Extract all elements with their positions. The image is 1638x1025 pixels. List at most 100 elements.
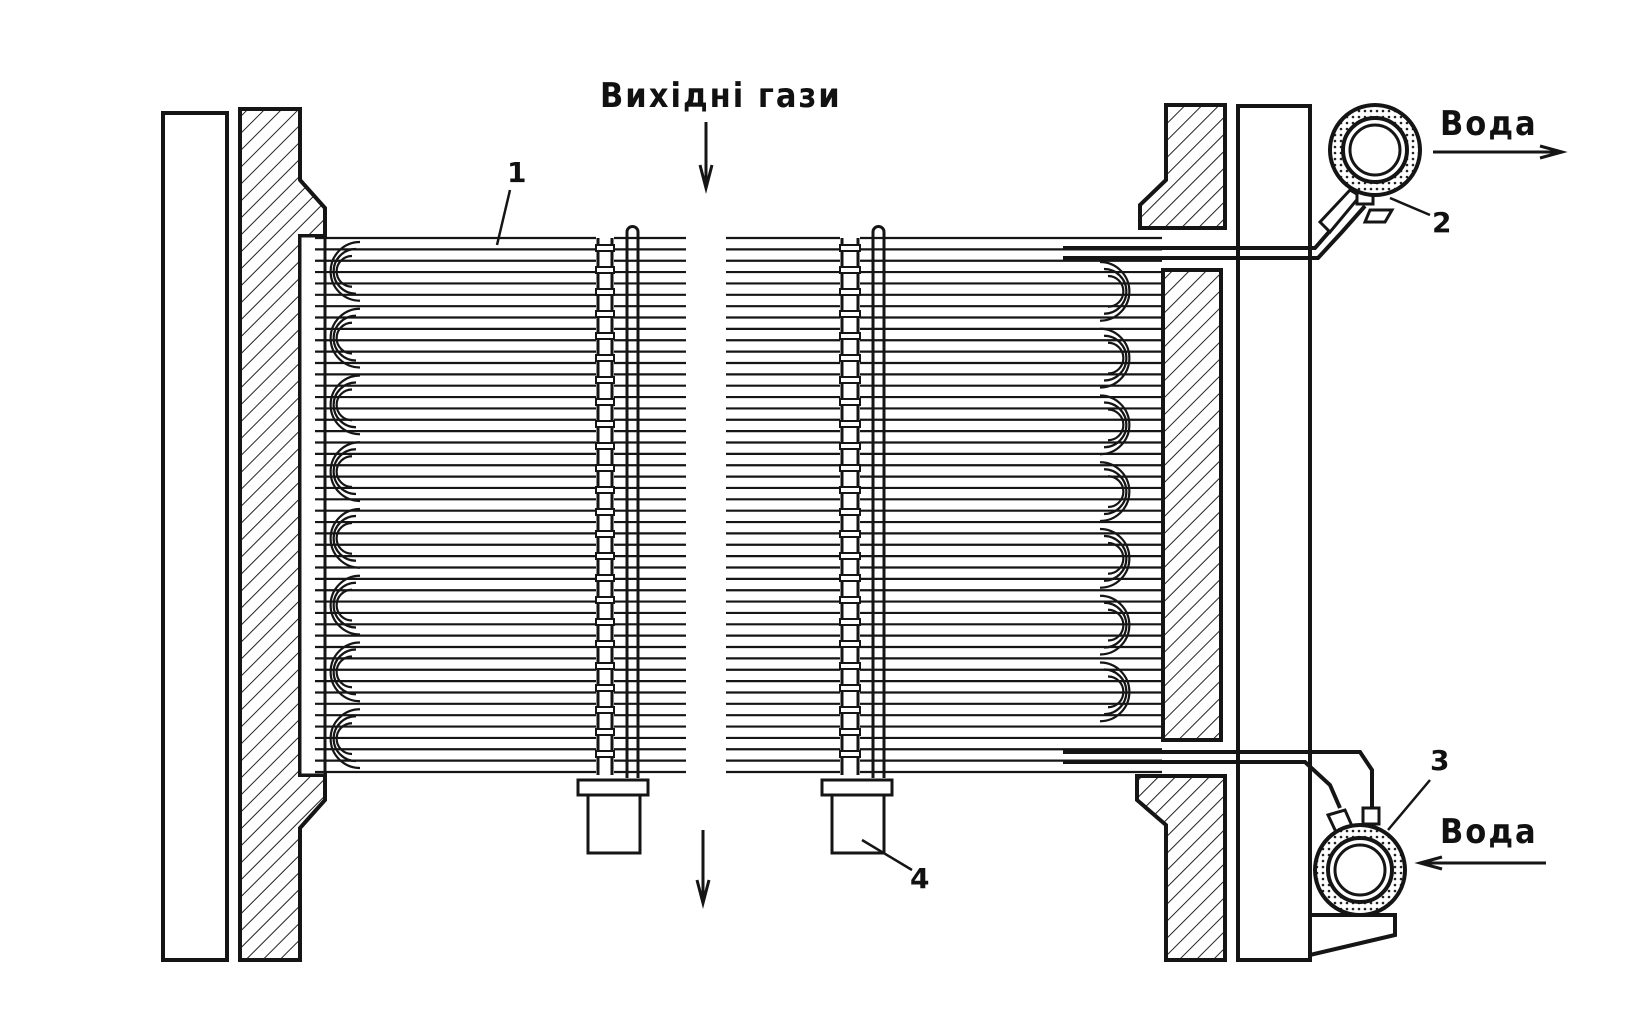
foot-block bbox=[830, 793, 886, 855]
support-clamp bbox=[595, 288, 615, 296]
u-bend-left bbox=[335, 722, 353, 756]
support-clamp bbox=[839, 530, 861, 538]
support-clamp bbox=[595, 706, 615, 714]
support-clamp bbox=[839, 684, 861, 692]
support-clamp bbox=[839, 398, 861, 406]
u-bend-left bbox=[329, 641, 361, 703]
support-clamp bbox=[595, 486, 615, 494]
support-clamp bbox=[595, 332, 615, 340]
u-bend-left bbox=[335, 655, 353, 689]
callout-3: 3 bbox=[1430, 744, 1450, 777]
gas-flow-arrow-in bbox=[698, 122, 714, 194]
support-clamp bbox=[595, 354, 615, 362]
water-in-arrow bbox=[1414, 855, 1546, 871]
u-bend-right bbox=[1103, 401, 1128, 449]
support-clamp bbox=[839, 442, 861, 450]
u-bend-right bbox=[1103, 534, 1128, 582]
support-clamp bbox=[839, 464, 861, 472]
support-clamp bbox=[839, 266, 861, 274]
u-bend-right bbox=[1107, 675, 1125, 709]
u-bend-left bbox=[332, 715, 357, 763]
u-bend-left bbox=[335, 455, 353, 489]
support-clamp bbox=[839, 750, 861, 758]
right-wall bbox=[1135, 103, 1312, 962]
support-gap bbox=[596, 230, 614, 775]
support-clamp bbox=[839, 706, 861, 714]
support-clamp bbox=[595, 508, 615, 516]
u-bend-left bbox=[329, 441, 361, 503]
inlet-header bbox=[1063, 750, 1407, 958]
u-bend-right bbox=[1107, 475, 1125, 509]
u-bend-left bbox=[329, 708, 361, 770]
u-bend-right bbox=[1107, 541, 1125, 575]
support-clamp bbox=[839, 618, 861, 626]
u-bend-left bbox=[335, 254, 353, 288]
u-bend-left bbox=[329, 574, 361, 636]
u-bend-right bbox=[1099, 327, 1131, 389]
bundle-left-plate bbox=[298, 234, 327, 777]
u-bend-right bbox=[1103, 468, 1128, 516]
foot-flange bbox=[576, 778, 650, 797]
support-clamp bbox=[595, 640, 615, 648]
support-clamp bbox=[595, 596, 615, 604]
water-out-label: Вода bbox=[1440, 104, 1538, 144]
support-clamp bbox=[839, 508, 861, 516]
u-bend-right bbox=[1099, 661, 1131, 723]
water-out-arrow bbox=[1433, 144, 1568, 160]
u-bend-left bbox=[335, 388, 353, 422]
u-bend-left bbox=[332, 514, 357, 562]
u-bend-right bbox=[1107, 341, 1125, 375]
support-clamp bbox=[595, 728, 615, 736]
outlet-header bbox=[1063, 103, 1422, 260]
u-bend-right bbox=[1103, 267, 1128, 315]
support-clamp bbox=[595, 662, 615, 670]
foot-flange bbox=[820, 778, 894, 797]
hanger-top bbox=[625, 225, 640, 233]
u-bend-left bbox=[329, 507, 361, 569]
support-clamp bbox=[595, 398, 615, 406]
support-clamp bbox=[595, 442, 615, 450]
u-bend-left bbox=[332, 581, 357, 629]
u-bend-left bbox=[332, 381, 357, 429]
u-bend-left bbox=[329, 240, 361, 302]
u-bend-left bbox=[329, 307, 361, 369]
exhaust-gases-label: Вихідні гази bbox=[600, 76, 842, 116]
support-clamp bbox=[595, 310, 615, 318]
tube-supports bbox=[576, 225, 894, 855]
support-clamp bbox=[595, 684, 615, 692]
support-clamp bbox=[839, 728, 861, 736]
support-gap bbox=[840, 230, 860, 775]
u-bend-right bbox=[1103, 601, 1128, 649]
u-bend-left bbox=[332, 314, 357, 362]
water-in-label: Вода bbox=[1440, 812, 1538, 852]
support-clamp bbox=[595, 530, 615, 538]
support-clamp bbox=[839, 288, 861, 296]
callout-2: 2 bbox=[1432, 206, 1452, 239]
u-bend-left bbox=[335, 588, 353, 622]
callout-4: 4 bbox=[910, 862, 930, 895]
u-bend-right bbox=[1099, 461, 1131, 523]
support-clamp bbox=[839, 662, 861, 670]
u-bend-right bbox=[1099, 594, 1131, 656]
support-clamp bbox=[595, 574, 615, 582]
u-bend-right bbox=[1099, 394, 1131, 456]
support-clamp bbox=[839, 420, 861, 428]
callout-1: 1 bbox=[507, 156, 527, 189]
support-clamp bbox=[595, 552, 615, 560]
u-bend-right bbox=[1107, 408, 1125, 442]
support-clamp bbox=[839, 596, 861, 604]
support-clamp bbox=[595, 376, 615, 384]
u-bend-left bbox=[335, 321, 353, 355]
u-bend-right bbox=[1107, 274, 1125, 308]
support-clamp bbox=[839, 332, 861, 340]
support-clamp bbox=[595, 750, 615, 758]
support-clamp bbox=[839, 640, 861, 648]
support-clamp bbox=[839, 376, 861, 384]
u-bend-right bbox=[1107, 608, 1125, 642]
u-bend-left bbox=[335, 521, 353, 555]
foot-block bbox=[586, 793, 642, 855]
support-clamp bbox=[839, 486, 861, 494]
support-clamp bbox=[839, 574, 861, 582]
u-bend-right bbox=[1103, 668, 1128, 716]
